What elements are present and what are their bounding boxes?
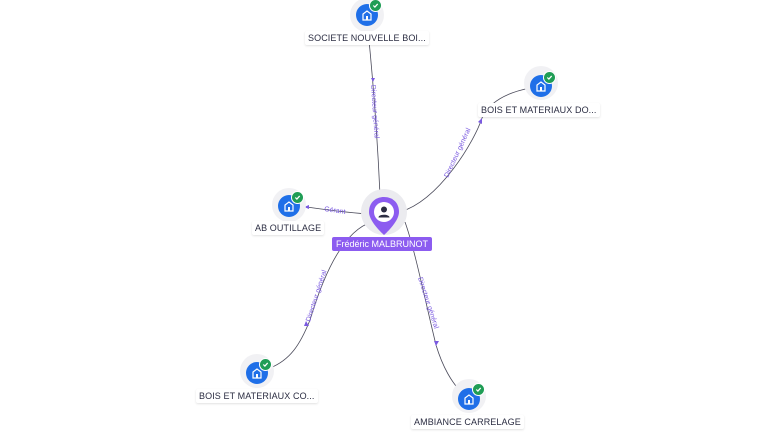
edge-label-ambiance-carrelage: Directeur général bbox=[416, 276, 439, 330]
arrow-bois-materiaux-co bbox=[304, 321, 309, 326]
company-label-bois-materiaux-co[interactable]: BOIS ET MATERIAUX CO... bbox=[196, 389, 318, 403]
edge-bois-materiaux-co bbox=[269, 221, 373, 369]
verified-check-icon bbox=[369, 0, 382, 12]
verified-check-icon bbox=[543, 71, 556, 84]
arrow-ambiance-carrelage bbox=[434, 341, 439, 346]
edge-label-bois-materiaux-do: Directeur général bbox=[443, 127, 472, 179]
arrow-societe-nouvelle bbox=[371, 78, 375, 82]
verified-check-icon bbox=[472, 383, 485, 396]
person-pin-icon[interactable] bbox=[367, 196, 401, 236]
edge-bois-materiaux-do bbox=[399, 87, 531, 213]
verified-check-icon bbox=[259, 358, 272, 371]
company-label-societe-nouvelle[interactable]: SOCIETE NOUVELLE BOI... bbox=[305, 31, 429, 45]
arrow-bois-materiaux-do bbox=[478, 118, 482, 124]
company-label-ambiance-carrelage[interactable]: AMBIANCE CARRELAGE bbox=[411, 415, 524, 429]
edge-label-bois-materiaux-co: Directeur général bbox=[305, 269, 328, 323]
edge-label-ab-outillage: Gérant bbox=[324, 206, 346, 216]
company-label-bois-materiaux-do[interactable]: BOIS ET MATERIAUX DO... bbox=[478, 103, 600, 117]
company-label-ab-outillage[interactable]: AB OUTILLAGE bbox=[252, 221, 325, 235]
edge-societe-nouvelle bbox=[367, 29, 381, 196]
verified-check-icon bbox=[291, 191, 304, 204]
edge-label-societe-nouvelle: Directeur général bbox=[369, 85, 380, 139]
arrow-ab-outillage bbox=[304, 205, 309, 209]
person-name-label[interactable]: Frédéric MALBRUNOT bbox=[332, 237, 433, 251]
person-icon bbox=[381, 206, 387, 213]
